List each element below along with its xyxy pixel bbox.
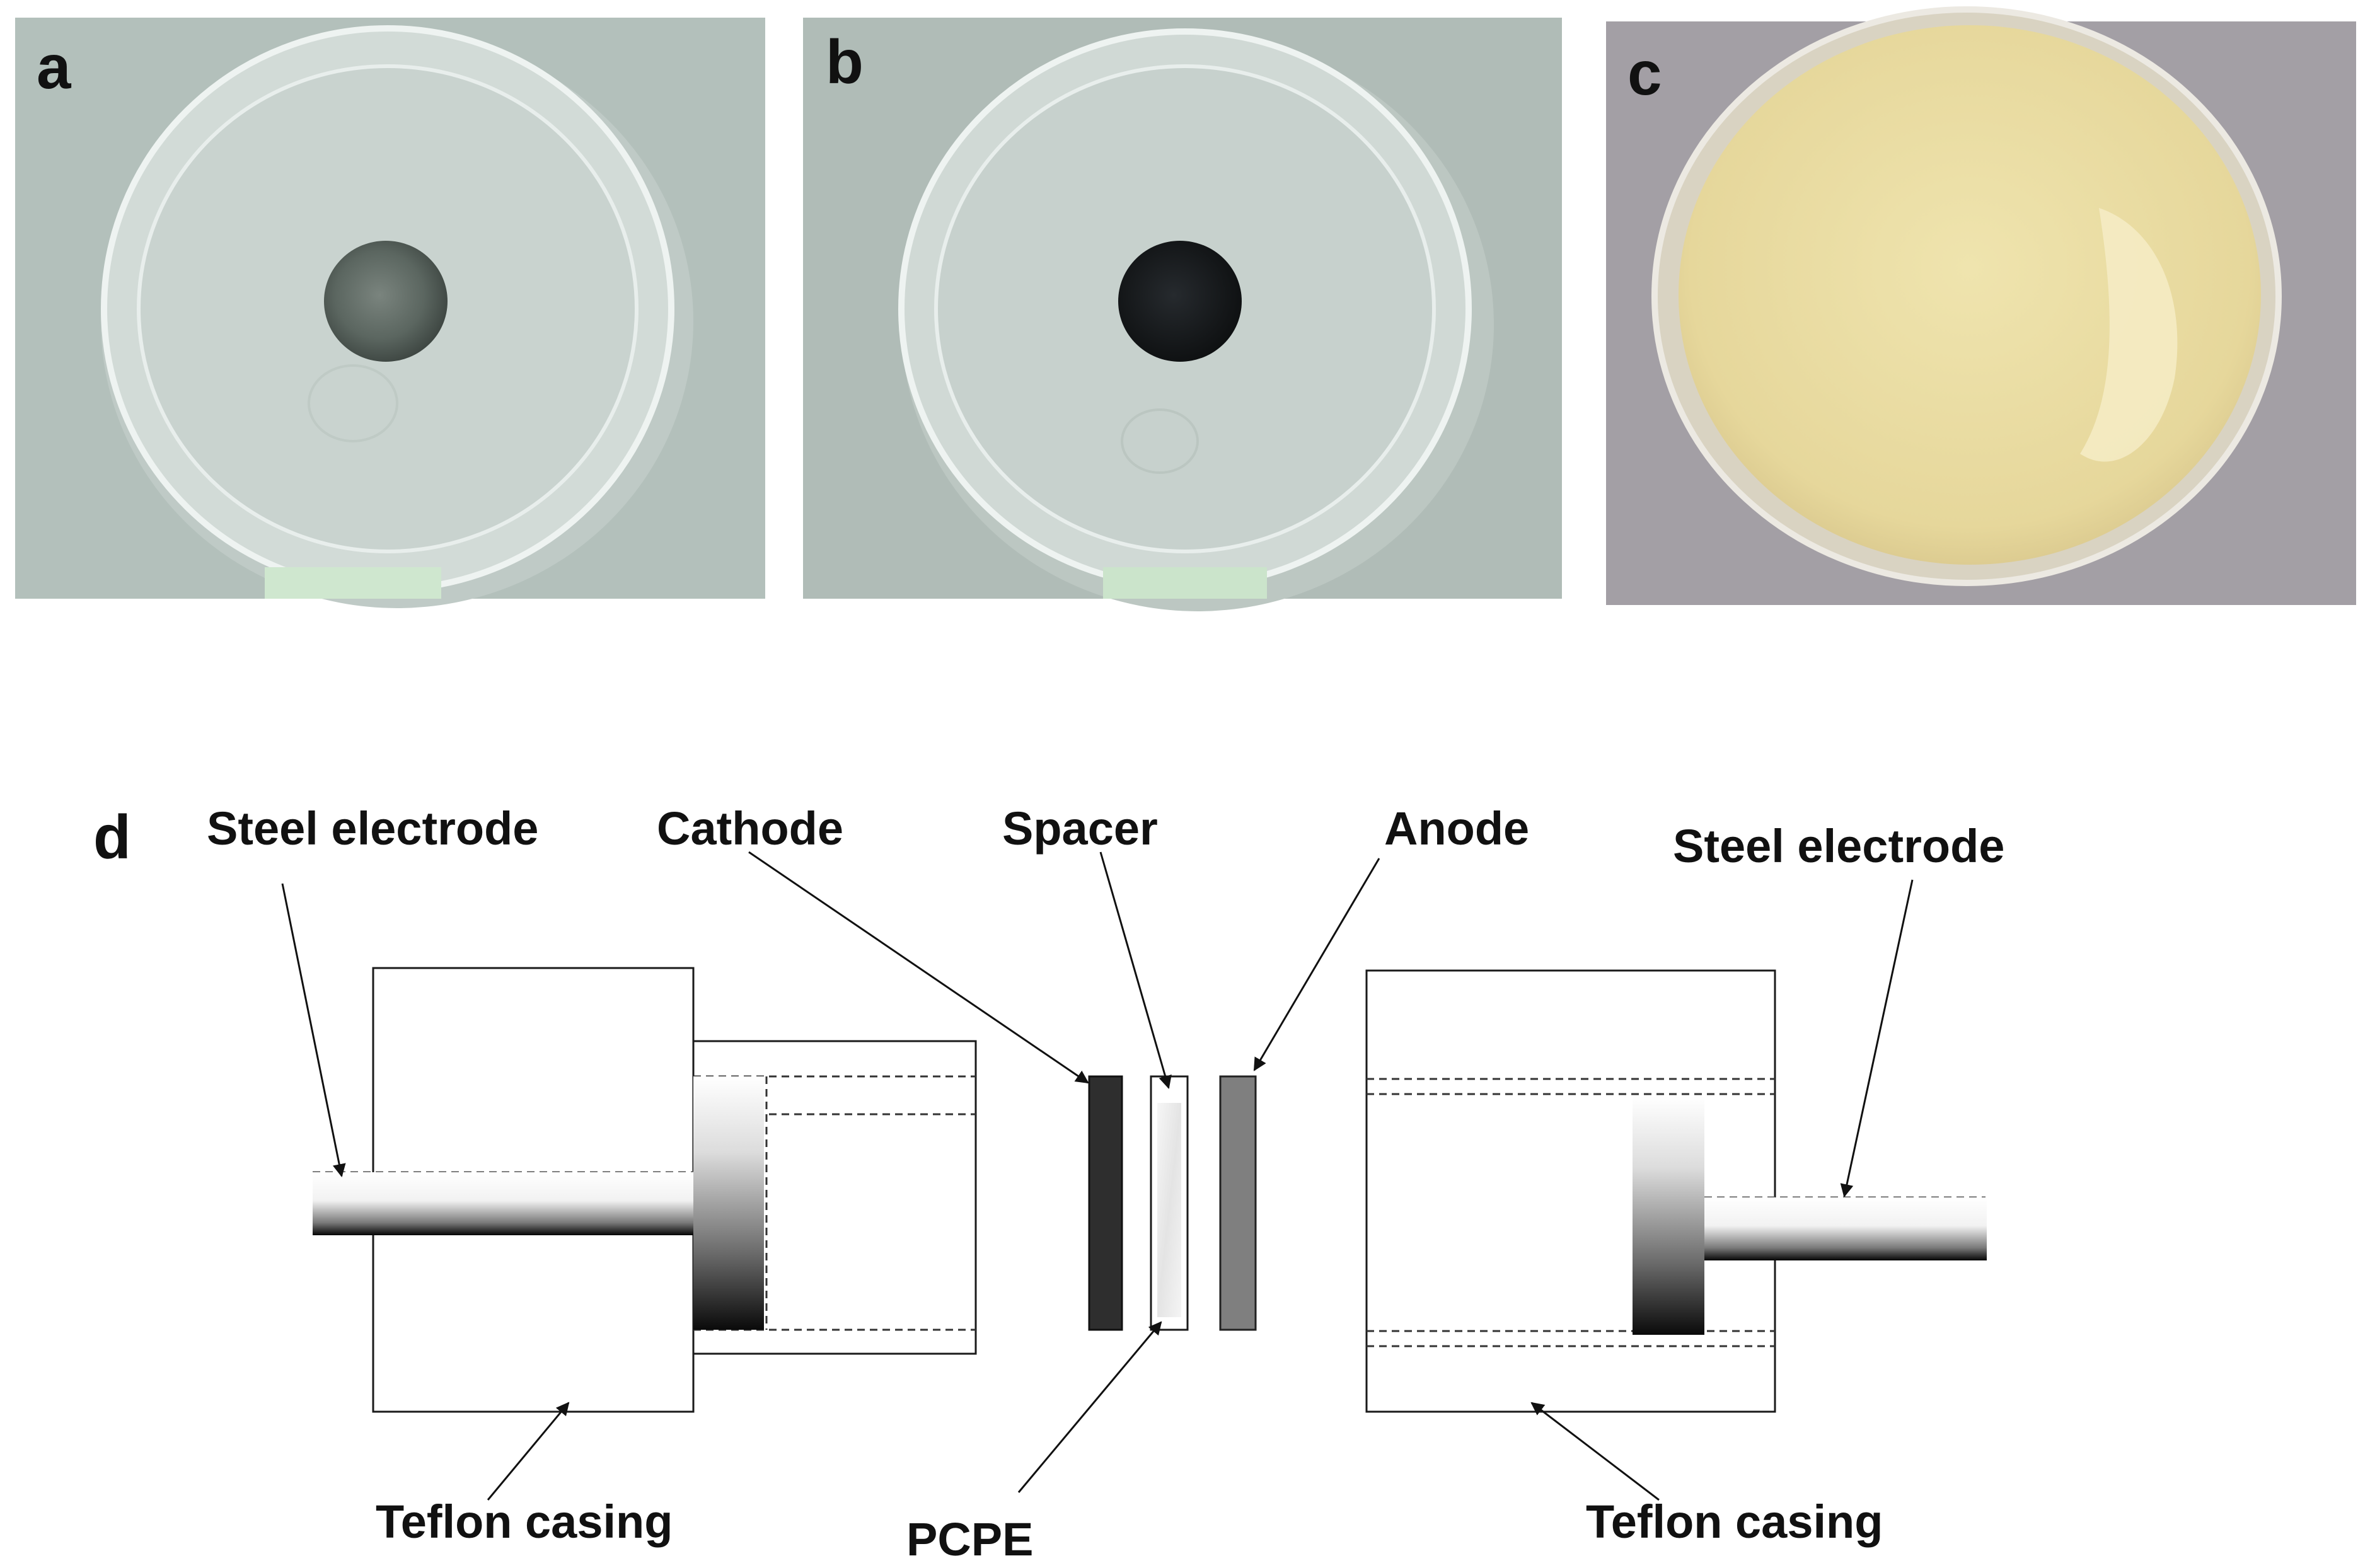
label-steel-electrode-left: Steel electrode xyxy=(207,802,538,855)
right-cell-assembly xyxy=(1365,969,1987,1413)
label-anode: Anode xyxy=(1384,802,1529,855)
panel-c-film xyxy=(1679,25,2261,565)
label-teflon-casing-left: Teflon casing xyxy=(376,1496,673,1548)
label-cathode: Cathode xyxy=(657,802,843,855)
panel-b-letter: b xyxy=(826,27,864,96)
panel-a-letter: a xyxy=(37,32,72,101)
panel-c-letter: c xyxy=(1627,38,1662,108)
panel-a-electrode-disc xyxy=(324,241,448,362)
pcpe-film xyxy=(1157,1103,1181,1317)
label-steel-electrode-right: Steel electrode xyxy=(1673,820,2004,872)
label-pcpe: PCPE xyxy=(906,1513,1034,1565)
callout-arrows xyxy=(281,851,1914,1501)
right-teflon-casing xyxy=(1365,969,1776,1413)
label-spacer: Spacer xyxy=(1002,802,1158,855)
panel-c-film-gloss xyxy=(2080,208,2178,462)
arrow-steel-electrode-right xyxy=(1840,879,1914,1198)
panel-b-green-tab xyxy=(1103,567,1267,599)
arrow-teflon-casing-right xyxy=(1530,1402,1660,1501)
arrow-anode xyxy=(1253,858,1380,1071)
label-teflon-casing-right: Teflon casing xyxy=(1586,1496,1883,1548)
right-steel-electrode-rod xyxy=(1704,1197,1987,1260)
arrow-pcpe xyxy=(1017,1321,1162,1493)
panel-d: d xyxy=(93,802,2004,1565)
anode-layer xyxy=(1219,1075,1257,1331)
arrow-spacer xyxy=(1099,851,1172,1090)
arrow-cathode xyxy=(748,851,1089,1084)
panel-b-electrode-disc xyxy=(1118,241,1242,362)
panel-a-dish-reflection xyxy=(308,364,398,442)
left-steel-electrode-rod xyxy=(313,1172,696,1235)
arrow-steel-electrode-left xyxy=(281,883,346,1178)
panel-a: a xyxy=(15,18,765,608)
panel-a-green-tab xyxy=(265,567,441,599)
cathode-layer xyxy=(1088,1075,1123,1331)
panel-b: b xyxy=(803,18,1562,611)
arrow-teflon-casing-left xyxy=(487,1402,570,1501)
panel-b-dish-reflection xyxy=(1121,408,1199,474)
panel-d-letter: d xyxy=(93,802,131,872)
panel-c: c xyxy=(1606,6,2356,605)
left-cell-assembly xyxy=(313,967,977,1413)
right-steel-electrode-plate xyxy=(1633,1097,1704,1335)
left-steel-electrode-plate xyxy=(693,1076,764,1330)
middle-stack xyxy=(1088,1075,1257,1331)
